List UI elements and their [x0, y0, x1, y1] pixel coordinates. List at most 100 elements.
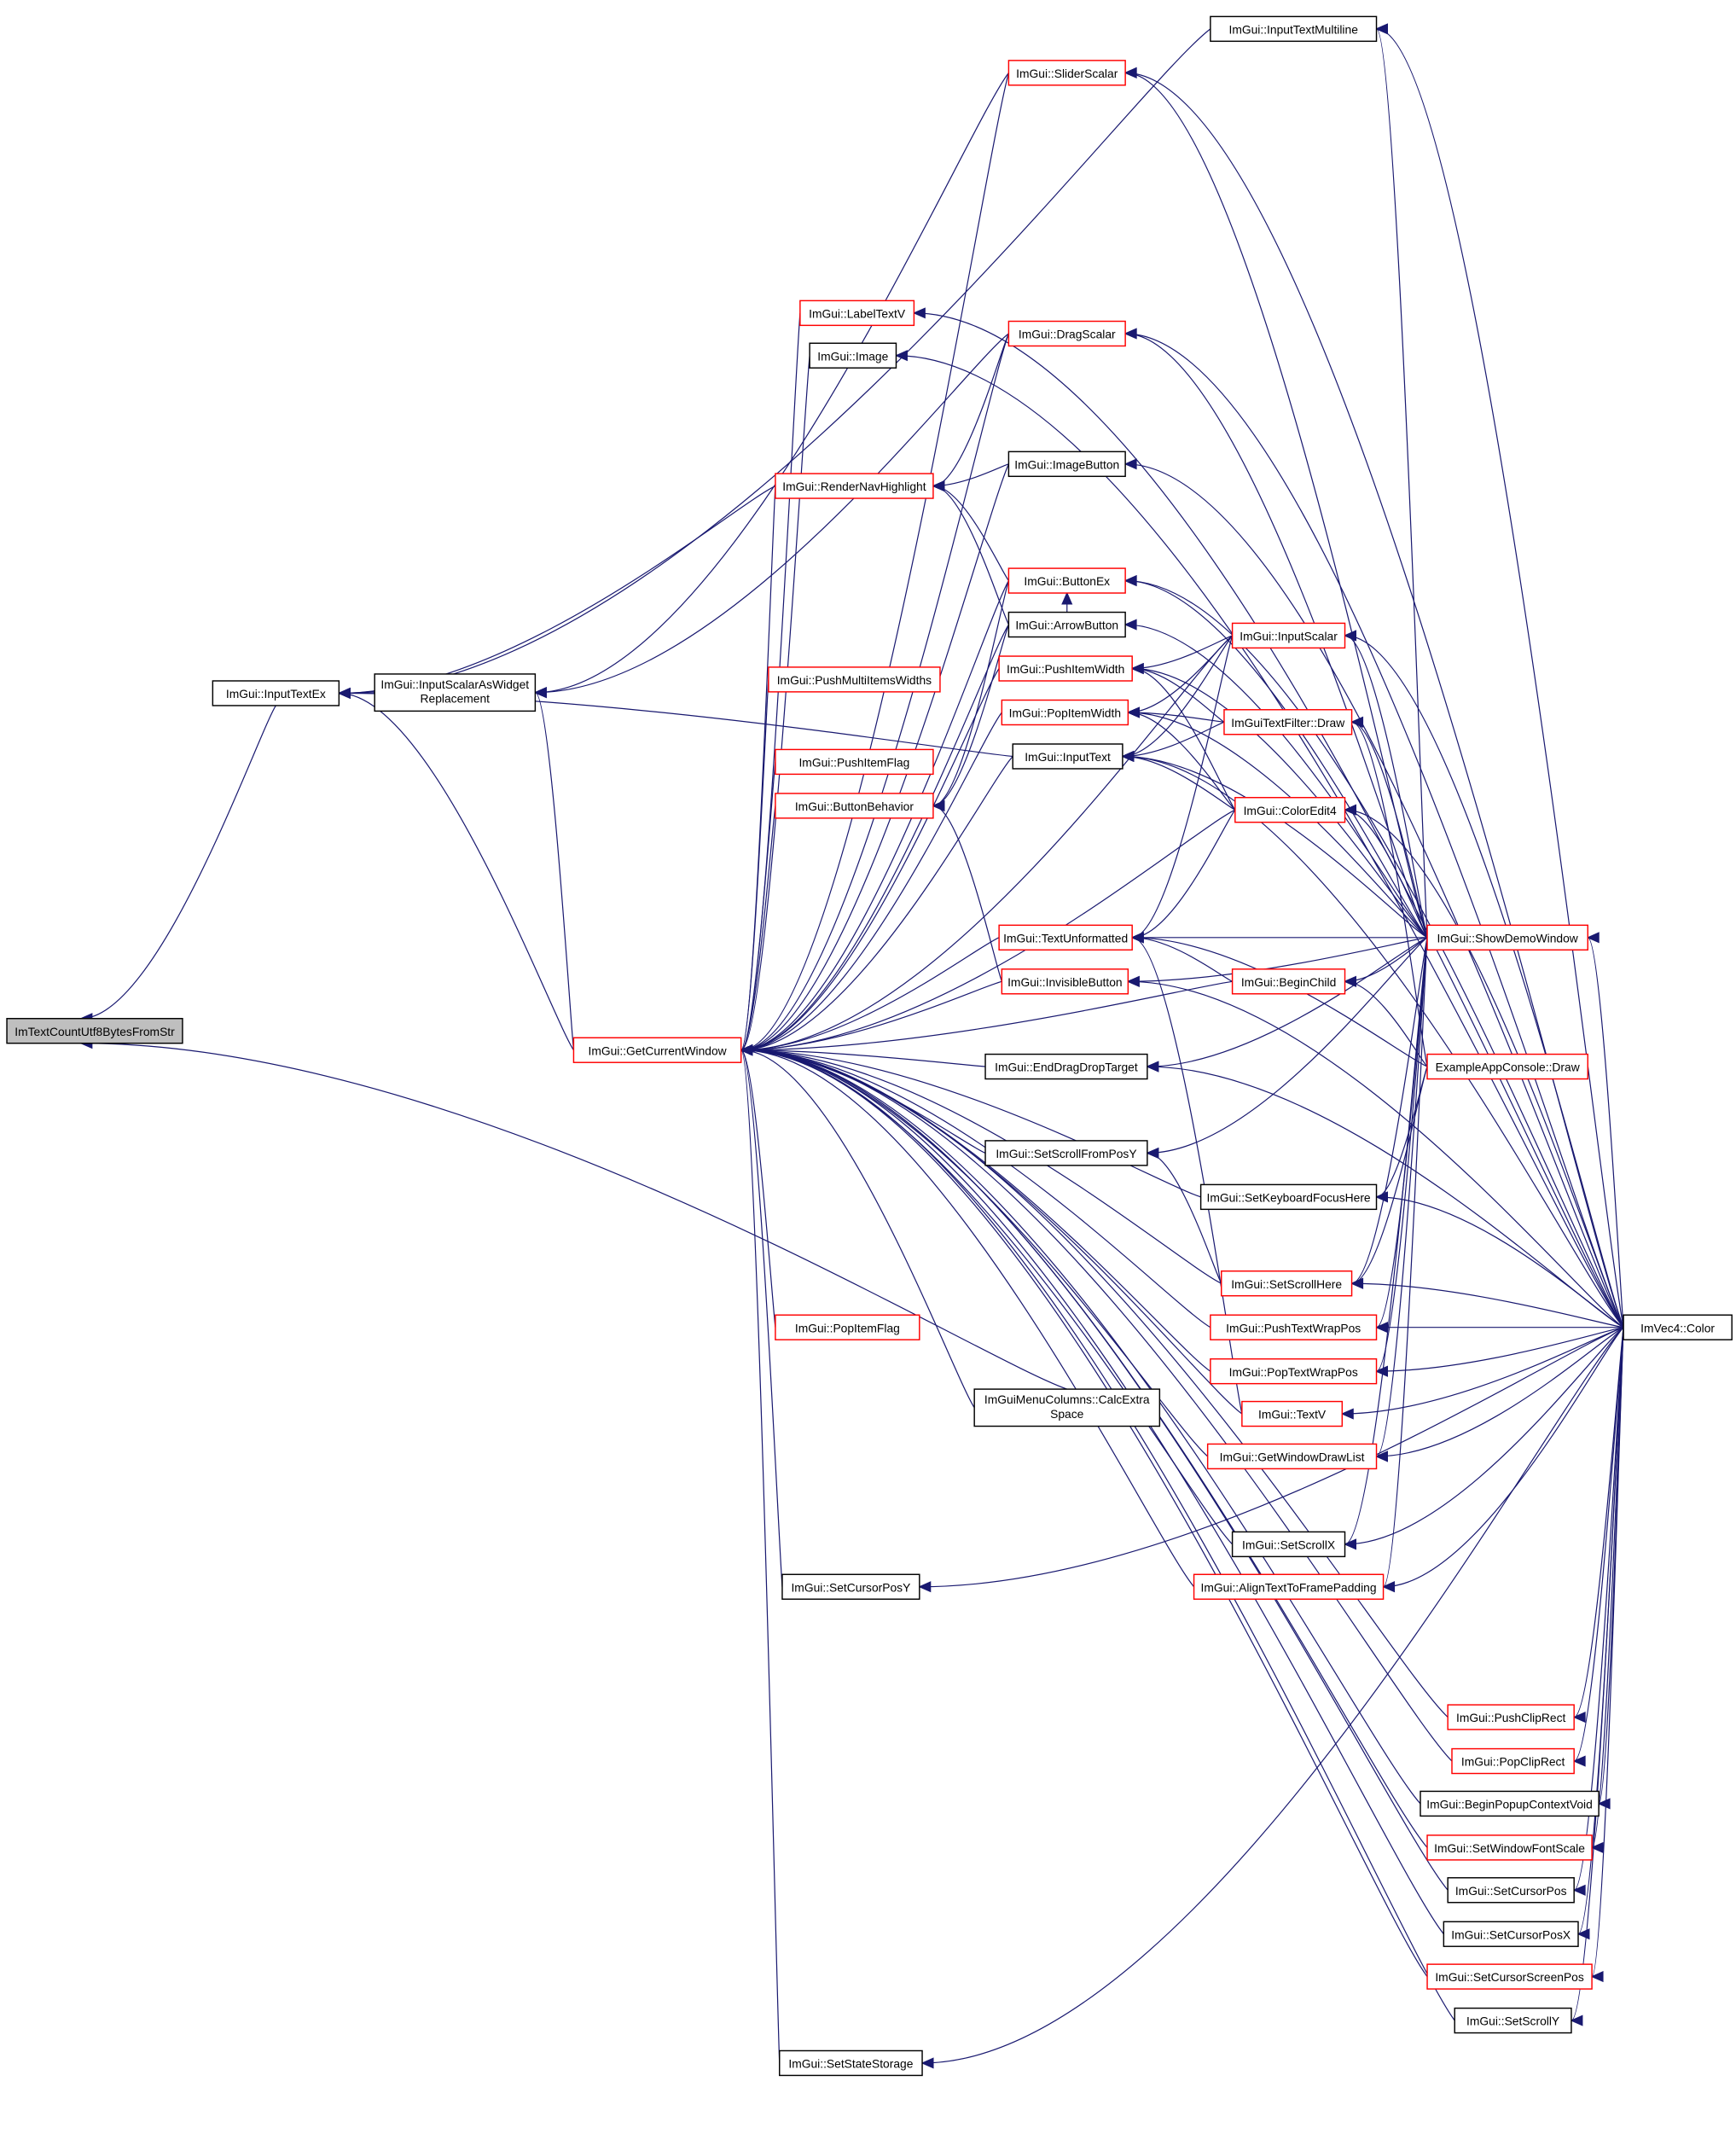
node-imgui-enddragdroptarget[interactable]: ImGui::EndDragDropTarget: [984, 1053, 1148, 1080]
call-edge: [1351, 1066, 1428, 1284]
arrowhead-icon: [1340, 1408, 1354, 1420]
call-edge: [1344, 937, 1428, 1545]
arrowhead-icon: [1123, 575, 1137, 587]
node-box: [1426, 1053, 1588, 1080]
node-label: ImGui::SetCursorPosY: [791, 1580, 910, 1594]
call-edge: [1132, 635, 1233, 670]
node-imgui-textv[interactable]: ImGui::TextV: [1241, 1400, 1344, 1427]
node-box: [1447, 1877, 1575, 1904]
node-imgui-setscrollfromposy[interactable]: ImGui::SetScrollFromPosY: [984, 1140, 1148, 1166]
node-label: ImGui::SetCursorScreenPos: [1435, 1970, 1584, 1984]
node-imgui-popitemwidth[interactable]: ImGui::PopItemWidth: [1001, 699, 1129, 726]
node-label: ImGui::PopItemFlag: [795, 1321, 900, 1334]
node-imvec4-color[interactable]: ImVec4::Color: [1623, 1314, 1733, 1340]
arrowhead-icon: [1590, 1841, 1604, 1853]
call-edge: [1125, 463, 1624, 1328]
node-imgui-setstatestorage[interactable]: ImGui::SetStateStorage: [779, 2049, 923, 2077]
node-label: ImGui::BeginChild: [1241, 975, 1336, 989]
node-imgui-pushcliprect[interactable]: ImGui::PushClipRect: [1447, 1704, 1575, 1730]
node-imgui-pushitemflag[interactable]: ImGui::PushItemFlag: [775, 748, 934, 776]
node-imgui-inputtextex[interactable]: ImGui::InputTextEx: [212, 680, 340, 706]
node-label: ImGui::PopClipRect: [1461, 1755, 1565, 1769]
call-edge: [1587, 937, 1624, 1328]
call-edge: [1128, 937, 1428, 982]
call-edge: [1128, 980, 1624, 1328]
node-imgui-setscrollx[interactable]: ImGui::SetScrollX: [1231, 1531, 1346, 1558]
node-imgui-setcursorposx[interactable]: ImGui::SetCursorPosX: [1443, 1921, 1579, 1947]
node-imgui-setscrollhere[interactable]: ImGui::SetScrollHere: [1221, 1270, 1353, 1297]
node-imgui-popitemflag[interactable]: ImGui::PopItemFlag: [775, 1314, 920, 1340]
node-imgui-inputtextmultiline[interactable]: ImGui::InputTextMultiline: [1210, 15, 1378, 43]
call-edge: [1376, 937, 1428, 1328]
arrowhead-icon: [932, 480, 945, 492]
call-edge: [1128, 635, 1233, 713]
node-imgui-pushitemwidth[interactable]: ImGui::PushItemWidth: [998, 655, 1133, 682]
node-imgui-setscrolly[interactable]: ImGui::SetScrollY: [1454, 2007, 1572, 2034]
node-imgui-setcursorscreenpos[interactable]: ImGui::SetCursorScreenPos: [1426, 1963, 1593, 1990]
node-label: ImGui::PushTextWrapPos: [1226, 1321, 1361, 1334]
arrowhead-icon: [894, 350, 908, 362]
node-imgui-poptextwrappos[interactable]: ImGui::PopTextWrapPos: [1210, 1357, 1378, 1385]
node-imgui-inputscalar[interactable]: ImGui::InputScalar: [1231, 622, 1346, 649]
call-edge: [932, 333, 1009, 487]
node-imgui-showdemowindow[interactable]: ImGui::ShowDemoWindow: [1426, 924, 1588, 951]
node-imgui-invisiblebutton[interactable]: ImGui::InvisibleButton: [1001, 968, 1129, 995]
node-imgui-sliderscalar[interactable]: ImGui::SliderScalar: [1007, 60, 1126, 86]
node-imgui-image[interactable]: ImGui::Image: [809, 342, 897, 369]
node-imgui-coloredit4[interactable]: ImGui::ColorEdit4: [1234, 797, 1346, 823]
node-box: [1193, 1573, 1385, 1600]
node-imgui-setwindowfontscale[interactable]: ImGui::SetWindowFontScale: [1426, 1834, 1593, 1861]
node-imgui-dragscalar[interactable]: ImGui::DragScalar: [1007, 320, 1126, 347]
node-imgui-buttonex[interactable]: ImGui::ButtonEx: [1007, 567, 1126, 594]
node-label: ImGuiMenuColumns::CalcExtra: [984, 1392, 1150, 1406]
node-imgui-getcurrentwindow[interactable]: ImGui::GetCurrentWindow: [572, 1037, 742, 1063]
node-imguitextfilter-draw[interactable]: ImGuiTextFilter::Draw: [1223, 709, 1353, 735]
call-edge: [1351, 937, 1428, 1284]
call-edge: [1125, 579, 1428, 939]
arrowhead-icon: [1570, 2014, 1583, 2026]
node-label: ImGui::PushItemFlag: [798, 756, 909, 770]
node-box: [1007, 567, 1126, 594]
node-imgui-getwindowdrawlist[interactable]: ImGui::GetWindowDrawList: [1206, 1443, 1378, 1470]
node-imgui-pushmultiitemswidths[interactable]: ImGui::PushMultiItemsWidths: [768, 666, 941, 693]
node-imgui-textunformatted[interactable]: ImGui::TextUnformatted: [998, 924, 1133, 951]
node-imgui-aligntexttoframepadding[interactable]: ImGui::AlignTextToFramePadding: [1193, 1573, 1385, 1600]
node-label: ImGui::GetCurrentWindow: [588, 1044, 727, 1057]
node-imgui-setcursorpos[interactable]: ImGui::SetCursorPos: [1447, 1877, 1575, 1904]
node-imgui-pushtextwrappos[interactable]: ImGui::PushTextWrapPos: [1210, 1314, 1378, 1340]
node-label: ExampleAppConsole::Draw: [1436, 1061, 1581, 1074]
node-imgui-buttonbehavior[interactable]: ImGui::ButtonBehavior: [775, 793, 934, 819]
node-box: [1231, 1531, 1346, 1558]
node-label: ImGui::SetScrollX: [1242, 1538, 1335, 1551]
node-imtextcountutf8bytesfromstr[interactable]: ImTextCountUtf8BytesFromStr: [6, 1018, 183, 1044]
node-imgui-beginchild[interactable]: ImGui::BeginChild: [1231, 968, 1346, 995]
call-edge: [1125, 72, 1624, 1328]
node-imgui-popcliprect[interactable]: ImGui::PopClipRect: [1451, 1747, 1575, 1775]
arrowhead-icon: [1350, 716, 1364, 728]
node-imgui-setcursorposy[interactable]: ImGui::SetCursorPosY: [781, 1573, 920, 1600]
node-imgui-arrowbutton[interactable]: ImGui::ArrowButton: [1007, 611, 1126, 638]
node-imgui-labeltextv[interactable]: ImGui::LabelTextV: [799, 299, 915, 327]
node-imgui-inputtext[interactable]: ImGui::InputText: [1012, 743, 1123, 770]
arrowhead-icon: [1344, 1538, 1356, 1550]
arrowhead-icon: [1344, 975, 1356, 987]
node-imgui-setkeyboardfocushere[interactable]: ImGui::SetKeyboardFocusHere: [1199, 1183, 1378, 1211]
node-exampleappconsole-draw[interactable]: ExampleAppConsole::Draw: [1426, 1053, 1588, 1080]
arrowhead-icon: [1123, 67, 1137, 78]
call-edge: [740, 1049, 1444, 1935]
node-box: [1241, 1400, 1344, 1427]
node-label: ImGui::DragScalar: [1019, 328, 1116, 341]
node-box: [1223, 709, 1353, 735]
call-edge: [1132, 937, 1233, 982]
call-edge: [740, 1049, 1195, 1588]
node-imgui-rendernavhighlight[interactable]: ImGui::RenderNavHighlight: [775, 473, 934, 499]
call-edge: [1591, 1327, 1624, 1978]
arrowhead-icon: [1572, 1884, 1586, 1896]
node-imgui-imagebutton[interactable]: ImGui::ImageButton: [1007, 451, 1126, 478]
call-edge: [740, 580, 1009, 1051]
call-edge: [740, 1049, 783, 1587]
node-imgui-beginpopupcontextvoid[interactable]: ImGui::BeginPopupContextVoid: [1420, 1790, 1600, 1817]
arrowhead-icon: [918, 1581, 932, 1593]
